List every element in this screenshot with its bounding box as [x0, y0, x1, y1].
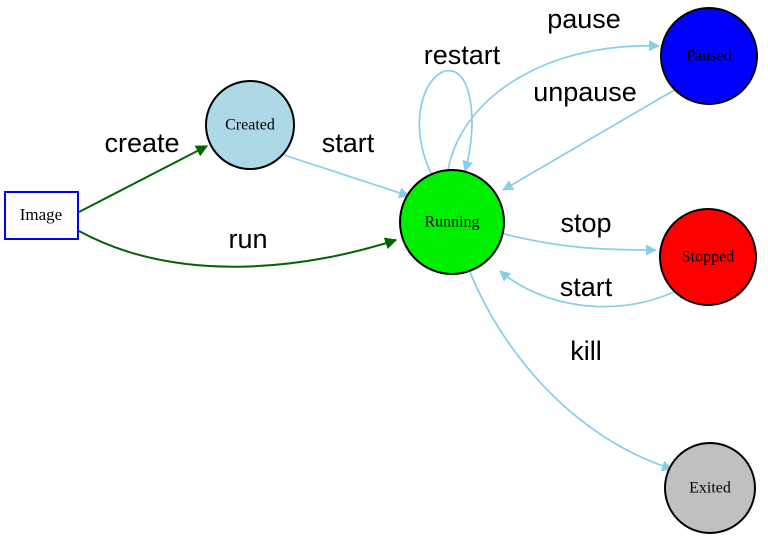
edge-stop-path	[503, 233, 658, 256]
edge-unpause-path	[502, 88, 677, 191]
edge-restart[interactable]: restart	[418, 40, 501, 176]
edge-stop-label: stop	[560, 208, 611, 238]
edge-run-path	[78, 230, 398, 268]
node-stopped-label: Stopped	[682, 249, 734, 266]
edge-start-created-label: start	[322, 128, 375, 158]
node-exited[interactable]: Exited	[664, 442, 756, 534]
node-paused-shape	[660, 7, 758, 105]
node-running[interactable]: Running	[399, 169, 505, 275]
edges-layer: create run start restart pause	[78, 4, 677, 472]
node-running-shape	[399, 169, 505, 275]
edge-start-created[interactable]: start	[283, 128, 411, 199]
edge-start-stopped[interactable]: start	[499, 270, 675, 308]
edge-kill[interactable]: kill	[469, 271, 674, 472]
edge-start-stopped-path	[499, 270, 675, 308]
node-exited-label: Exited	[689, 480, 731, 497]
edge-create-path	[78, 145, 209, 213]
edge-create[interactable]: create	[78, 128, 209, 213]
node-running-label: Running	[424, 214, 479, 231]
edge-restart-label: restart	[424, 40, 501, 70]
edge-run[interactable]: run	[78, 224, 398, 268]
node-stopped[interactable]: Stopped	[659, 208, 757, 306]
edge-unpause-label: unpause	[533, 77, 637, 107]
node-paused[interactable]: Paused	[660, 7, 758, 105]
edge-create-label: create	[104, 128, 179, 158]
edge-start-created-path	[283, 154, 411, 199]
node-created-label: Created	[225, 117, 275, 134]
edge-pause[interactable]: pause	[447, 4, 661, 171]
node-created-shape	[205, 80, 295, 170]
edge-unpause[interactable]: unpause	[502, 77, 677, 191]
edge-stop[interactable]: stop	[503, 208, 658, 256]
node-image-shape	[4, 191, 79, 240]
edge-kill-label: kill	[570, 336, 602, 366]
edge-kill-path	[469, 271, 674, 472]
node-paused-label: Paused	[686, 48, 731, 65]
edge-pause-path	[447, 40, 661, 171]
nodes-layer: Image Created Running Paused Stopped	[4, 7, 758, 534]
edge-start-stopped-label: start	[560, 272, 613, 302]
edge-pause-label: pause	[547, 4, 621, 34]
node-image[interactable]: Image	[4, 191, 79, 240]
edge-restart-path	[418, 70, 474, 176]
node-stopped-shape	[659, 208, 757, 306]
node-created[interactable]: Created	[205, 80, 295, 170]
edge-run-label: run	[228, 224, 267, 254]
node-exited-shape	[664, 442, 756, 534]
node-image-label: Image	[20, 205, 62, 224]
